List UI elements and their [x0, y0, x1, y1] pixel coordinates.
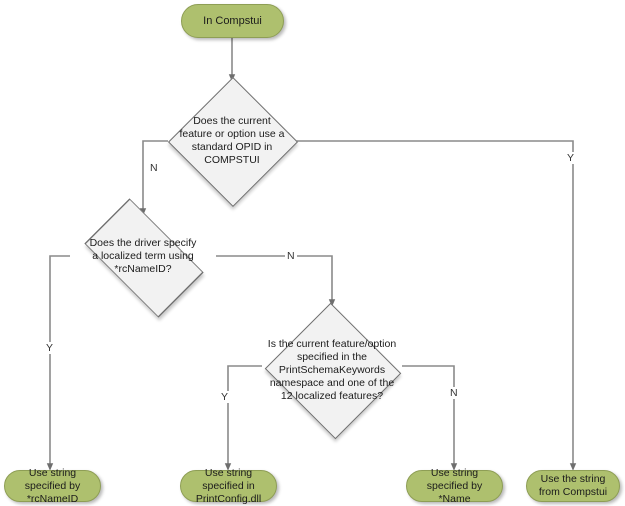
node-start-in-compstui[interactable]: In Compstui	[181, 4, 284, 38]
edge-label-rcnameid-yes: Y	[44, 342, 56, 354]
node-end-use-compstui[interactable]: Use the string from Compstui	[526, 470, 620, 502]
node-start-label: In Compstui	[203, 14, 262, 27]
edge-opid-yes	[296, 140, 577, 471]
node-end-use-compstui-label: Use the string from Compstui	[538, 473, 608, 498]
edge-label-opid-no: N	[148, 162, 160, 174]
edge-label-rcnameid-no: N	[285, 250, 297, 262]
decision-label-wrap: Does the current feature or option use a…	[168, 80, 296, 202]
edge-rcnameid-no	[216, 255, 336, 307]
node-end-use-rcnameid-label: Use string specified by *rcNameID	[24, 466, 81, 505]
edge-rcnameid-yes	[46, 255, 70, 471]
node-decision-standard-opid-label: Does the current feature or option use a…	[179, 115, 285, 166]
node-decision-printschemakeywords-label: Is the current feature/option specified …	[267, 337, 397, 402]
edge-opid-no	[139, 140, 168, 216]
edge-label-printschema-yes: Y	[219, 391, 231, 403]
node-decision-rcnameid-label: Does the driver specify a localized term…	[89, 237, 197, 275]
node-decision-printschemakeywords[interactable]: Is the current feature/option specified …	[262, 302, 402, 440]
node-end-use-rcnameid[interactable]: Use string specified by *rcNameID	[4, 467, 101, 505]
decision-label-wrap: Does the driver specify a localized term…	[70, 213, 216, 300]
node-decision-standard-opid[interactable]: Does the current feature or option use a…	[167, 76, 299, 208]
node-end-use-printconfig-label: Use string specified in PrintConfig.dll	[195, 466, 262, 505]
node-end-use-printconfig[interactable]: Use string specified in PrintConfig.dll	[180, 467, 277, 505]
edge-label-printschema-no: N	[448, 387, 460, 399]
edge-printschema-no	[402, 365, 458, 471]
node-end-use-name[interactable]: Use string specified by *Name	[406, 467, 503, 505]
node-decision-rcnameid[interactable]: Does the driver specify a localized term…	[70, 197, 216, 318]
edge-printschema-yes	[224, 365, 262, 471]
node-end-use-name-label: Use string specified by *Name	[426, 466, 483, 505]
decision-label-wrap: Is the current feature/option specified …	[262, 305, 402, 435]
edge-label-opid-yes: Y	[565, 152, 577, 164]
